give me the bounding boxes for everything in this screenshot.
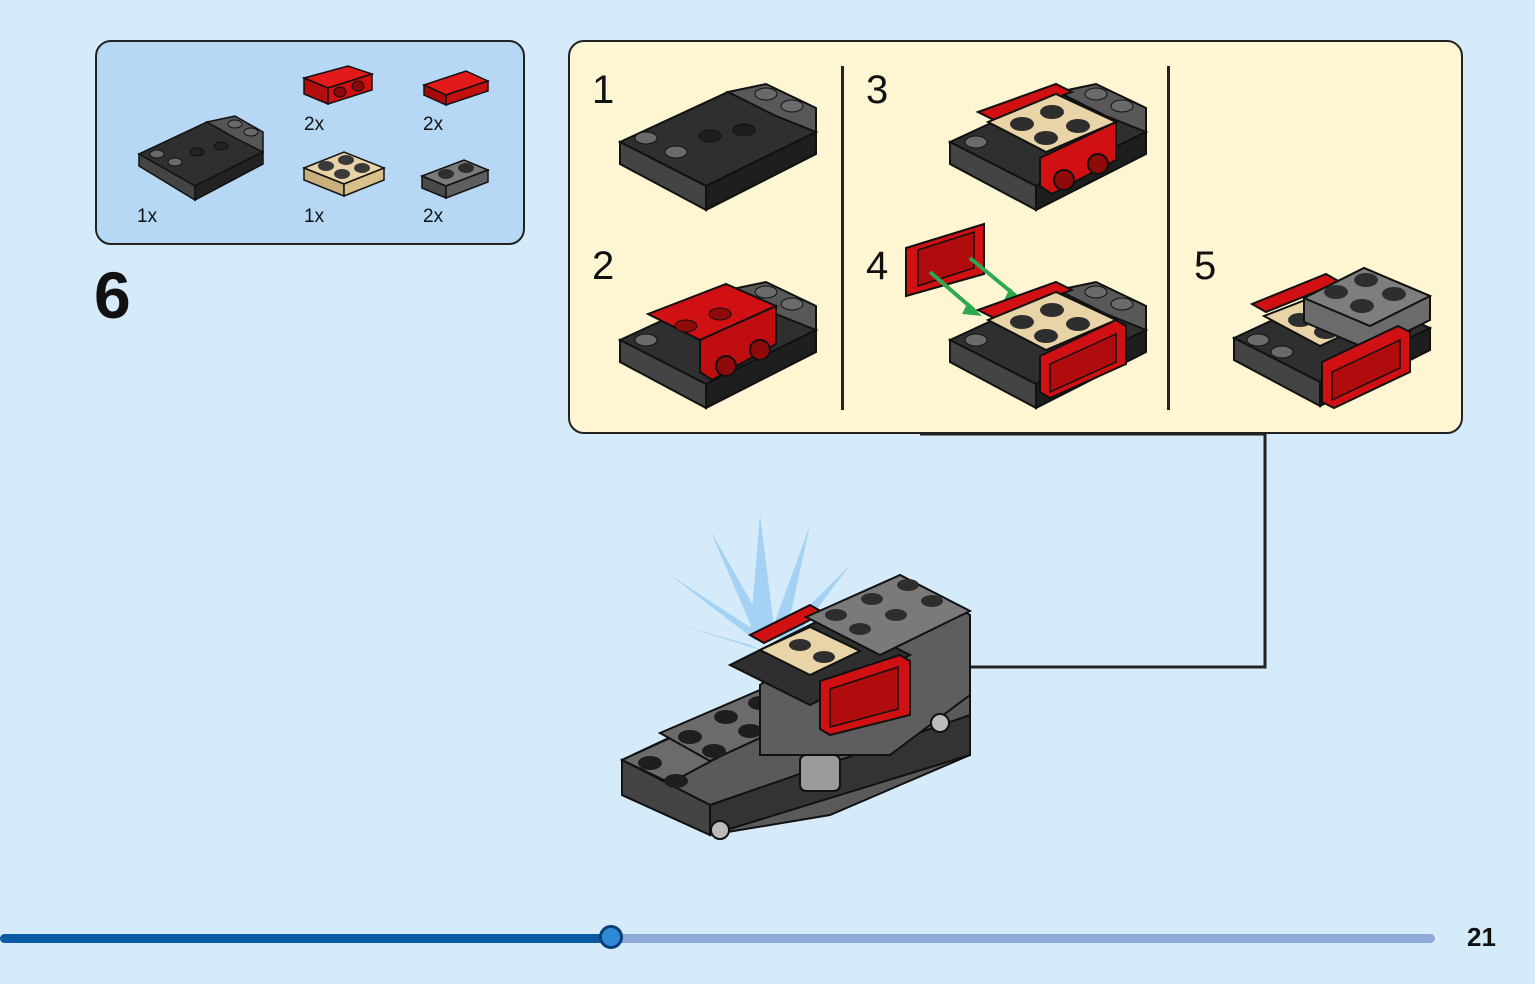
part-qty-5: 2x xyxy=(423,206,444,227)
page-progress-bar xyxy=(0,925,1435,949)
red-tile-icon xyxy=(422,69,490,109)
red-bracket-plate-icon xyxy=(302,62,374,108)
substep-number-1: 1 xyxy=(592,68,615,112)
substep-divider xyxy=(841,66,844,410)
part-qty-3: 2x xyxy=(423,114,444,135)
part-qty-1: 1x xyxy=(137,206,158,227)
page-progress-marker xyxy=(599,925,624,949)
substep-5-illustration xyxy=(1230,264,1440,414)
substep-1-illustration xyxy=(616,82,826,218)
dark-gray-inverted-slope-plate-icon xyxy=(135,114,267,204)
substep-number-2: 2 xyxy=(592,244,615,288)
page-number: 21 xyxy=(1467,922,1496,952)
parts-list: 1x 2x 2x 1x xyxy=(95,40,525,245)
substep-2-illustration xyxy=(616,280,826,416)
substep-number-3: 3 xyxy=(866,68,889,112)
substep-divider xyxy=(1167,66,1170,410)
tan-plate-2x2-icon xyxy=(302,146,386,204)
part-qty-2: 2x xyxy=(304,114,325,135)
substep-number-4: 4 xyxy=(866,244,889,288)
step-number: 6 xyxy=(94,258,131,332)
gray-plate-1x2-icon xyxy=(420,154,490,200)
substeps-panel: 1 2 3 4 5 xyxy=(568,40,1463,434)
part-qty-4: 1x xyxy=(304,206,325,227)
substep-4-illustration xyxy=(904,220,1154,416)
main-model-illustration xyxy=(610,505,980,860)
substep-3-illustration xyxy=(946,82,1156,218)
substep-number-5: 5 xyxy=(1194,244,1217,288)
page-progress-fill xyxy=(0,934,612,943)
